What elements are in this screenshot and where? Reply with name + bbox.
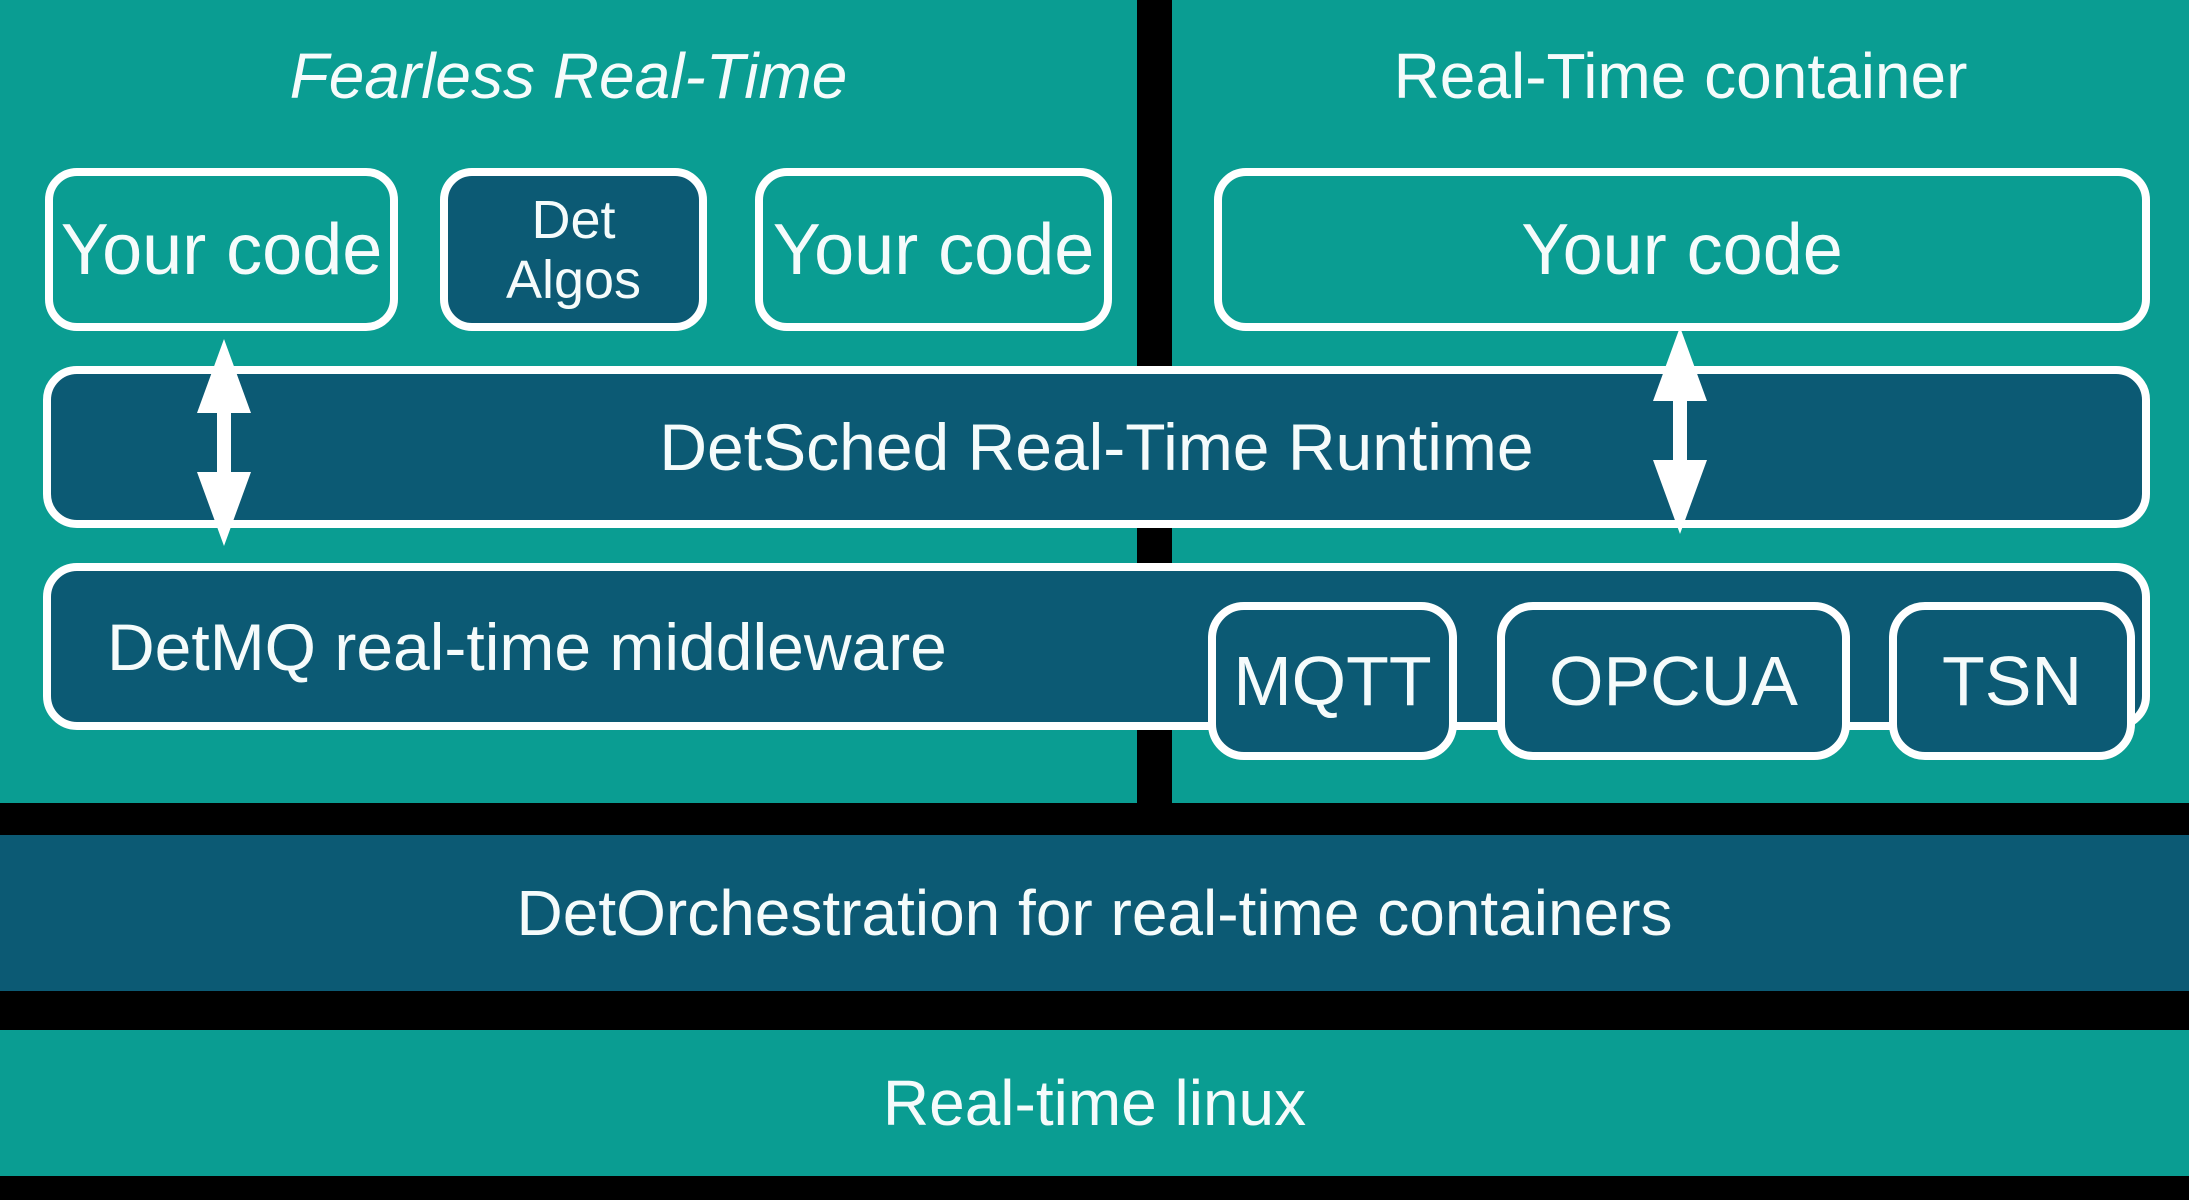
opcua-box: OPCUA (1497, 602, 1850, 760)
your-code-box-2: Your code (755, 168, 1112, 331)
double-arrow-icon-left (197, 339, 251, 546)
realtime-container-title: Real-Time container (1393, 40, 1968, 112)
realtime-linux-band: Real-time linux (0, 1030, 2189, 1176)
det-algos-line1: Det (531, 189, 616, 250)
det-algos-box: Det Algos (440, 168, 707, 331)
det-algos-label: Det Algos (506, 190, 641, 310)
detorchestration-band: DetOrchestration for real-time container… (0, 835, 2189, 991)
fearless-realtime-title: Fearless Real-Time (289, 40, 848, 112)
double-arrow-icon-right (1653, 327, 1707, 534)
mqtt-box: MQTT (1208, 602, 1457, 760)
tsn-box: TSN (1889, 602, 2135, 760)
your-code-box-1: Your code (45, 168, 398, 331)
detsched-band: DetSched Real-Time Runtime (43, 366, 2150, 528)
det-algos-line2: Algos (505, 249, 642, 310)
your-code-box-right: Your code (1214, 168, 2150, 331)
